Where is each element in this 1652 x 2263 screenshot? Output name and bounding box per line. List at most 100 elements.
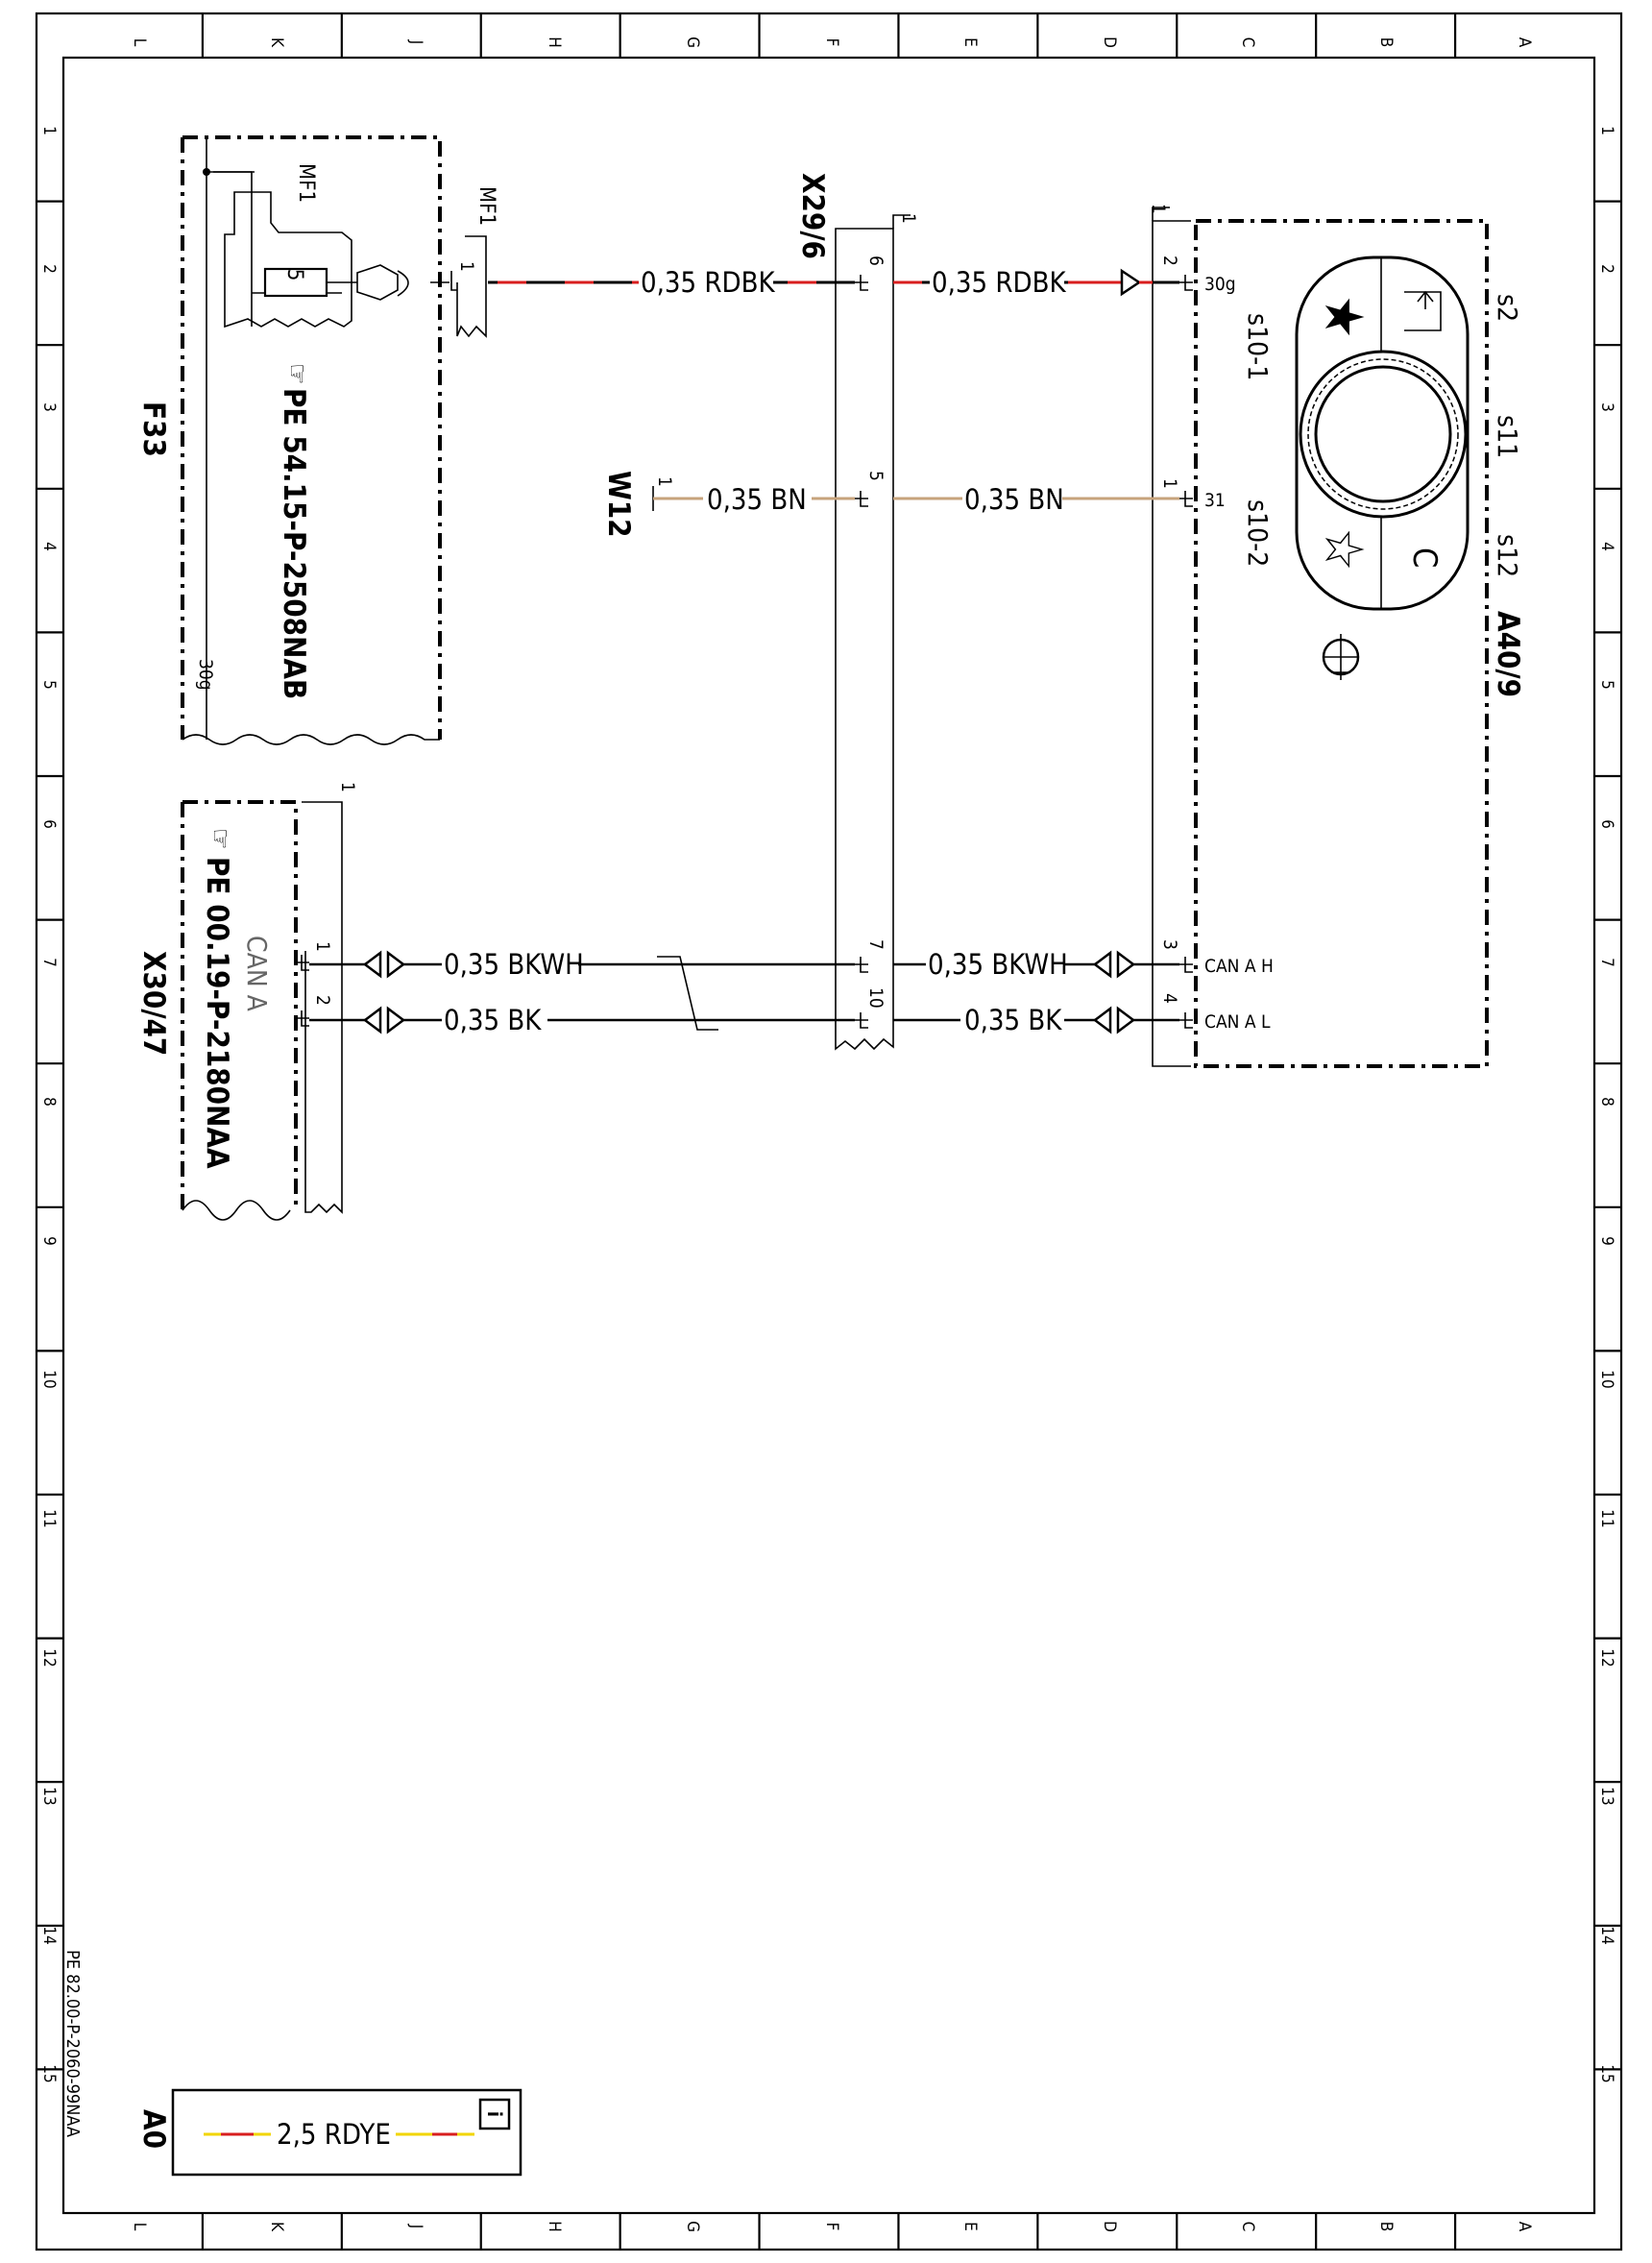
col-label: B bbox=[1376, 37, 1396, 48]
f33-boundary bbox=[182, 135, 442, 740]
x29-6-pin-6: 6 bbox=[865, 256, 887, 266]
f33-label: F33 bbox=[136, 402, 171, 457]
wire-bidirectional-icon bbox=[362, 1006, 406, 1034]
can-a-bus-label: CAN A bbox=[241, 936, 273, 1012]
col-label: C bbox=[1238, 37, 1257, 48]
f33-mf1-side: MF1 bbox=[474, 186, 498, 226]
document-reference: PE 82.00-P-2060-99NAA bbox=[62, 1950, 83, 2137]
row-labels-left: 1 2 3 4 5 6 7 8 9 10 11 12 13 14 15 bbox=[39, 126, 59, 2083]
row-label: 2 bbox=[39, 264, 59, 274]
row-label: 14 bbox=[39, 1926, 59, 1944]
a40-9-boundary bbox=[1194, 219, 1489, 1068]
switch-s10-2-label: s10-2 bbox=[1242, 499, 1274, 567]
col-label: E bbox=[960, 37, 980, 47]
w12-pin-1: 1 bbox=[654, 476, 675, 487]
x29-6-label: X29/6 bbox=[795, 173, 830, 259]
a40-9-term-can-h: CAN A H bbox=[1204, 956, 1274, 977]
module-symbol-icon bbox=[1322, 634, 1360, 680]
row-label: 12 bbox=[39, 1648, 59, 1667]
x29-6-pin-5: 5 bbox=[865, 471, 887, 481]
col-label: F bbox=[822, 38, 841, 47]
a40-9-pin-1: 1 bbox=[1159, 478, 1180, 489]
col-label: K bbox=[267, 2222, 286, 2232]
fuse-number: 5 bbox=[282, 269, 306, 281]
row-label: 10 bbox=[39, 1370, 59, 1388]
row-label: 2 bbox=[1597, 264, 1616, 274]
wire-arrow-icon bbox=[1120, 268, 1142, 297]
legend-box: 2,5 RDYE i A0 bbox=[136, 2088, 522, 2177]
row-label: 9 bbox=[1597, 1236, 1616, 1246]
col-label: J bbox=[406, 2224, 425, 2229]
row-label: 11 bbox=[1597, 1509, 1616, 1527]
star-filled-icon: ★ bbox=[1312, 295, 1374, 338]
x30-47-label: X30/47 bbox=[136, 951, 171, 1056]
star-outline-icon: ☆ bbox=[1312, 527, 1374, 571]
x30-47-connector: 1 ☞ PE 00.19-P-2180NAA CAN A X30/47 1 2 bbox=[136, 782, 358, 1221]
col-label: H bbox=[545, 36, 564, 48]
a40-9-term-can-l: CAN A L bbox=[1204, 1011, 1271, 1033]
col-label: H bbox=[545, 2221, 564, 2232]
svg-text:i: i bbox=[483, 2111, 506, 2117]
wire-label-bk-left: 0,35 BK bbox=[444, 1004, 542, 1036]
x29-6-connector: 1 X29/6 6 5 7 10 bbox=[795, 173, 919, 1051]
info-icon bbox=[478, 2098, 511, 2130]
a40-9-control-unit: 1 A40/9 2 30g 1 31 3 CAN A H 4 CAN A L s… bbox=[1148, 204, 1525, 1068]
switch-s2-label: s2 bbox=[1492, 294, 1523, 322]
control-panel-icon: ★ ☆ C bbox=[1295, 256, 1470, 611]
row-label: 7 bbox=[39, 958, 59, 967]
col-label: C bbox=[1238, 2222, 1257, 2232]
sheet-border bbox=[35, 12, 1623, 2251]
x30-47-reference: PE 00.19-P-2180NAA bbox=[200, 857, 234, 1169]
row-label: 5 bbox=[1597, 680, 1616, 690]
x29-6-pin-7: 7 bbox=[865, 939, 887, 950]
row-label: 15 bbox=[1597, 2064, 1616, 2082]
w12-ground: W12 1 bbox=[601, 471, 675, 538]
wire-bidirectional-icon bbox=[1092, 950, 1136, 979]
wires: 0,35 RDBK 0,35 RDBK 0,35 BN 0,35 BN 0,35… bbox=[309, 266, 1179, 1036]
wire-label-rdbk-right: 0,35 RDBK bbox=[932, 266, 1066, 299]
wire-label-bn-right: 0,35 BN bbox=[964, 483, 1064, 516]
wire-label-bk-right: 0,35 BK bbox=[964, 1004, 1062, 1036]
row-label: 6 bbox=[1597, 819, 1616, 829]
button-c-label: C bbox=[1405, 548, 1444, 568]
row-label: 5 bbox=[39, 680, 59, 690]
row-label: 8 bbox=[39, 1097, 59, 1107]
x29-6-pin-10: 10 bbox=[865, 987, 887, 1009]
f33-fuse-block: 5 ☞ PE 54.15-P-2508NAB F33 MF1 MF1 30g 1 bbox=[136, 135, 498, 745]
row-label: 13 bbox=[1597, 1787, 1616, 1805]
hand-pointer-icon: ☞ bbox=[281, 363, 313, 385]
a40-9-term-30g: 30g bbox=[1204, 274, 1236, 295]
wire-bidirectional-icon bbox=[1092, 1006, 1136, 1034]
col-label: G bbox=[683, 2221, 702, 2232]
row-label: 6 bbox=[39, 819, 59, 829]
x30-47-count: 1 bbox=[337, 782, 358, 792]
row-label: 3 bbox=[1597, 402, 1616, 412]
row-label: 7 bbox=[1597, 958, 1616, 967]
a40-9-term-31: 31 bbox=[1204, 490, 1226, 511]
col-label: E bbox=[960, 2222, 980, 2231]
legend-wire-label: 2,5 RDYE bbox=[277, 2118, 391, 2151]
col-label: A bbox=[1515, 37, 1534, 48]
twisted-pair-icon bbox=[657, 956, 718, 1031]
row-labels-right: 1 2 3 4 5 6 7 8 9 10 11 12 13 14 15 bbox=[1597, 126, 1616, 2083]
row-label: 4 bbox=[1597, 542, 1616, 551]
row-label: 8 bbox=[1597, 1097, 1616, 1107]
switch-s11-label: s11 bbox=[1492, 415, 1523, 458]
wire-label-bkwh-right: 0,35 BKWH bbox=[928, 948, 1068, 981]
wire-label-bkwh-left: 0,35 BKWH bbox=[444, 948, 584, 981]
x29-6-count: 1 bbox=[898, 213, 919, 224]
col-label: L bbox=[130, 38, 149, 47]
w12-label: W12 bbox=[601, 471, 636, 538]
row-label: 3 bbox=[39, 402, 59, 412]
f33-terminal-30g: 30g bbox=[195, 659, 216, 691]
wire-bidirectional-icon bbox=[362, 950, 406, 979]
f33-mf1-top: MF1 bbox=[294, 163, 318, 203]
row-label: 12 bbox=[1597, 1648, 1616, 1667]
wire-label-rdbk-left: 0,35 RDBK bbox=[641, 266, 775, 299]
switch-s12-label: s12 bbox=[1492, 534, 1523, 577]
x30-47-pin-1: 1 bbox=[312, 941, 333, 952]
row-label: 14 bbox=[1597, 1926, 1616, 1944]
a40-9-pin-4: 4 bbox=[1159, 993, 1180, 1004]
col-label: D bbox=[1100, 2221, 1119, 2232]
